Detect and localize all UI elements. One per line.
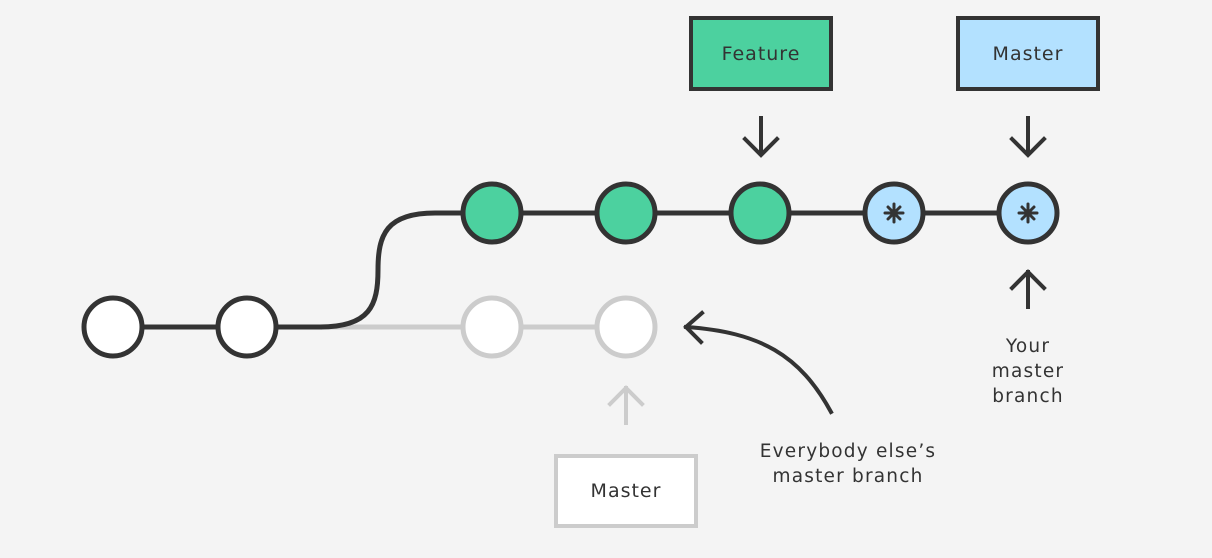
arrow-down-icon bbox=[742, 116, 780, 158]
feature-label: Feature bbox=[689, 16, 833, 91]
arrow-up-icon bbox=[1009, 269, 1047, 309]
feature-commit bbox=[594, 181, 658, 245]
master-label: Master bbox=[956, 16, 1100, 91]
everybody-master-caption: Everybody else’s master branch bbox=[738, 439, 958, 489]
local-master-commit bbox=[996, 181, 1060, 245]
caption-line: master bbox=[991, 361, 1065, 382]
caption-line: Everybody else’s bbox=[759, 441, 937, 462]
caption-line: branch bbox=[992, 386, 1064, 407]
feature-branch-line bbox=[319, 210, 1028, 330]
your-master-caption: Your master branch bbox=[968, 334, 1088, 409]
curved-arrow-icon bbox=[683, 310, 834, 415]
local-master-commit bbox=[862, 181, 926, 245]
old-master-label-text: Master bbox=[590, 480, 662, 502]
faded-arrow-up-icon bbox=[607, 385, 645, 425]
asterisk-icon bbox=[1017, 202, 1039, 224]
feature-commit bbox=[460, 181, 524, 245]
base-commit bbox=[215, 295, 279, 359]
old-master-label: Master bbox=[554, 454, 698, 528]
master-label-text: Master bbox=[992, 42, 1064, 65]
asterisk-icon bbox=[883, 202, 905, 224]
caption-line: Your bbox=[1005, 336, 1051, 357]
feature-label-text: Feature bbox=[721, 42, 801, 65]
caption-line: master branch bbox=[772, 466, 924, 487]
base-commit bbox=[81, 295, 145, 359]
remote-master-commit bbox=[460, 295, 524, 359]
feature-commit bbox=[728, 181, 792, 245]
remote-master-commit bbox=[594, 295, 658, 359]
arrow-down-icon bbox=[1009, 116, 1047, 158]
